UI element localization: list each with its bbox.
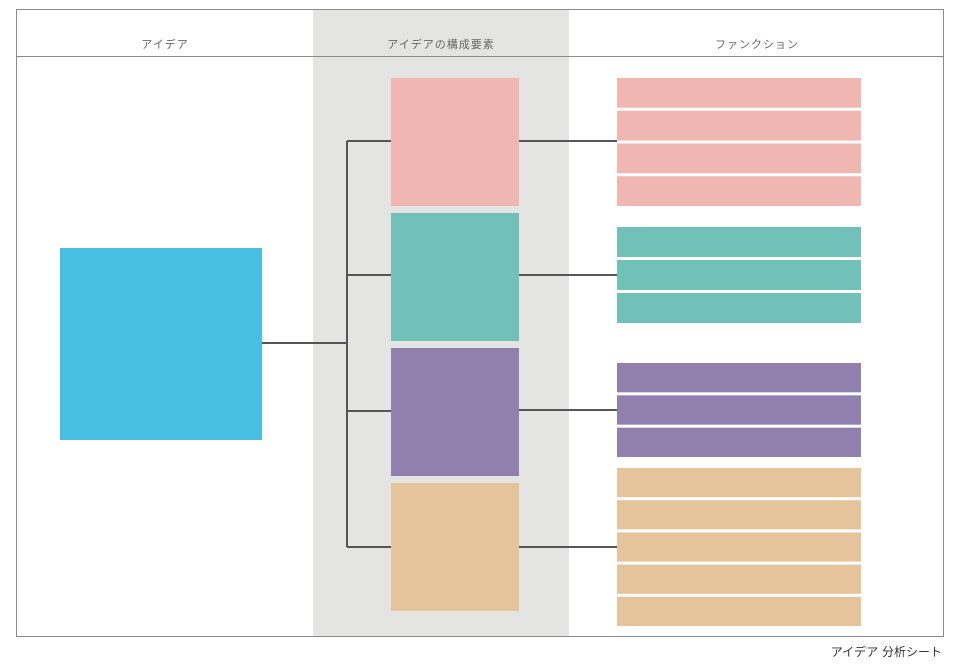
function-stack-2: [617, 227, 861, 323]
function-row[interactable]: [617, 596, 861, 626]
function-row[interactable]: [617, 110, 861, 141]
function-row[interactable]: [617, 363, 861, 393]
function-row[interactable]: [617, 395, 861, 425]
function-row[interactable]: [617, 143, 861, 174]
header-idea: アイデア: [141, 38, 189, 51]
function-row[interactable]: [617, 78, 861, 108]
function-row[interactable]: [617, 260, 861, 290]
function-row[interactable]: [617, 227, 861, 257]
component-box-2[interactable]: [391, 213, 519, 341]
component-box-1[interactable]: [391, 78, 519, 206]
function-row[interactable]: [617, 176, 861, 206]
function-row[interactable]: [617, 532, 861, 562]
function-row[interactable]: [617, 468, 861, 498]
function-stack-4: [617, 468, 861, 626]
header-functions: ファンクション: [715, 38, 799, 51]
header-components: アイデアの構成要素: [387, 38, 495, 51]
function-row[interactable]: [617, 564, 861, 594]
idea-box[interactable]: [60, 248, 262, 440]
function-row[interactable]: [617, 293, 861, 323]
component-box-4[interactable]: [391, 483, 519, 611]
function-stack-1: [617, 78, 861, 206]
function-stack-3: [617, 363, 861, 457]
component-box-3[interactable]: [391, 348, 519, 476]
function-row[interactable]: [617, 500, 861, 530]
header-divider: [17, 56, 943, 57]
function-row[interactable]: [617, 427, 861, 457]
sheet-title: アイデア 分析シート: [830, 645, 942, 659]
